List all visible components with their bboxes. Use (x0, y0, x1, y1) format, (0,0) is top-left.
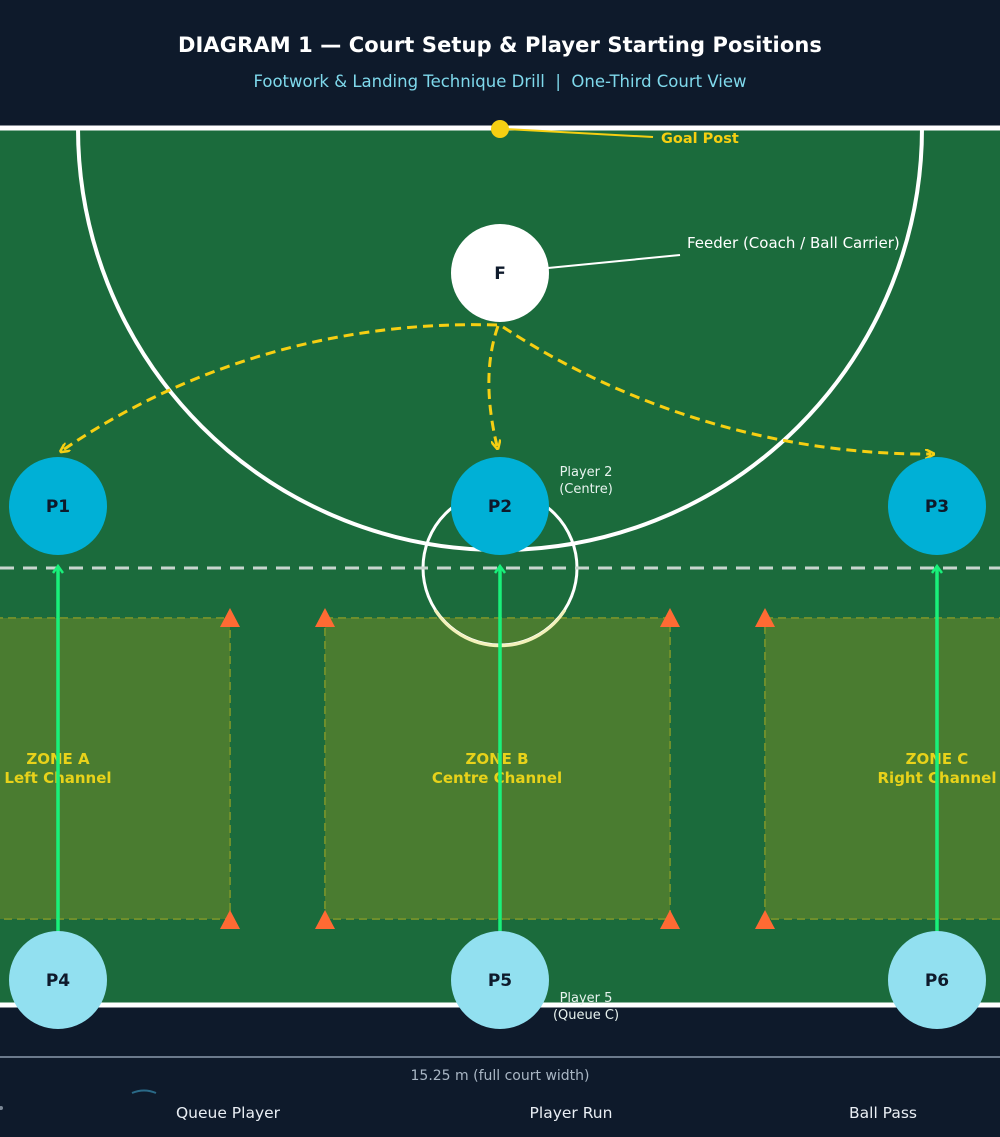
zone-c-area (764, 617, 1000, 920)
diagram-header: DIAGRAM 1 — Court Setup & Player Startin… (0, 0, 1000, 126)
player-p5-label: P5 (488, 971, 512, 991)
cone-icon (315, 910, 335, 929)
goal-post-icon (491, 120, 509, 138)
player-p3-label: P3 (925, 497, 949, 517)
legend-player-run: Player Run (530, 1104, 613, 1122)
player-p2 (451, 457, 549, 555)
goal-post-pointer (505, 128, 654, 138)
zone-b-area (324, 617, 671, 920)
legend: Queue Player Player Run Ball Pass (0, 1089, 917, 1122)
feeder-label: F (494, 264, 506, 284)
player-p2-label: P2 (488, 497, 512, 517)
feeder-pointer (547, 254, 681, 269)
cone-icon (755, 910, 775, 929)
pass-arrow-to-p3 (502, 325, 931, 454)
player-p4-label: P4 (46, 971, 70, 991)
player-p1-label: P1 (46, 497, 70, 517)
legend-active-player-swatch-icon (131, 1089, 157, 1094)
player5-annotation-line2: (Queue C) (553, 1008, 619, 1023)
pass-arrow-to-p2 (487, 325, 498, 446)
cone-icon (315, 608, 335, 627)
diagram-title: DIAGRAM 1 — Court Setup & Player Startin… (177, 33, 823, 57)
cone-icon (660, 608, 680, 627)
player-p1 (9, 457, 107, 555)
player-p6-label: P6 (925, 971, 949, 991)
player2-annotation-line1: Player 2 (560, 465, 613, 480)
pass-arrow-to-p1 (63, 323, 498, 450)
zone-b-subtitle: Centre Channel (432, 769, 562, 787)
cone-icon (755, 608, 775, 627)
player-p5 (451, 931, 549, 1029)
feeder-circle (451, 224, 549, 322)
player5-annotation-line1: Player 5 (560, 991, 613, 1006)
diagram-subtitle: Footwork & Landing Technique Drill | One… (253, 72, 747, 91)
cone-icon (660, 910, 680, 929)
goal-post-label: Goal Post (661, 131, 739, 147)
player-p4 (9, 931, 107, 1029)
player-p3 (888, 457, 986, 555)
cone-icon (220, 608, 240, 627)
court-width-label: 15.25 m (full court width) (411, 1068, 590, 1084)
legend-queue-player: Queue Player (176, 1104, 281, 1122)
player-p6 (888, 931, 986, 1029)
feeder-annotation: Feeder (Coach / Ball Carrier) (687, 234, 900, 252)
zone-a-area (0, 617, 231, 920)
cones (220, 608, 775, 929)
legend-ball-pass: Ball Pass (849, 1104, 917, 1122)
zone-b-title: ZONE B (465, 750, 528, 768)
cone-icon (220, 910, 240, 929)
legend-marker-icon (0, 1106, 3, 1110)
player2-annotation-line2: (Centre) (559, 482, 613, 497)
